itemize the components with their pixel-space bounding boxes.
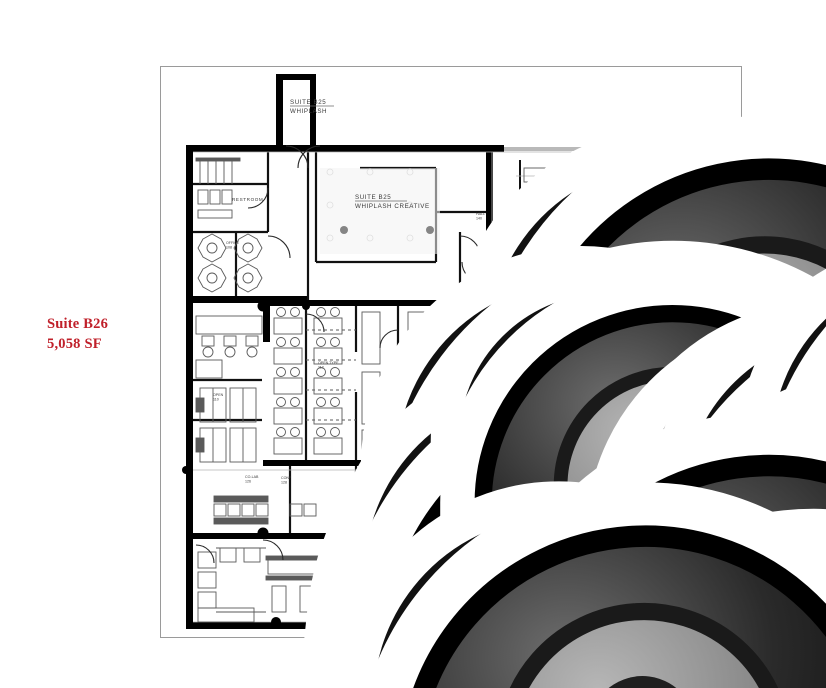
camera-dome-primary [368, 659, 826, 688]
camera-dome-marker[interactable] [493, 639, 826, 688]
camera-dome-marker[interactable] [737, 439, 826, 688]
camera-dome-marker[interactable] [785, 659, 826, 688]
camera-dome-marker[interactable] [653, 642, 826, 688]
camera-dome-primary [748, 668, 826, 688]
camera-dome-secondary [785, 670, 826, 688]
camera-dome-marker[interactable] [759, 410, 826, 688]
camera-dome-primary [784, 517, 826, 688]
camera-dome-marker[interactable] [784, 517, 826, 688]
camera-dome-marker[interactable] [368, 659, 826, 688]
camera-dome-secondary [759, 430, 826, 688]
camera-dome-primary [775, 248, 826, 688]
suite-b26-callout: Suite B26 5,058 SF [47, 316, 109, 352]
camera-dome-primary [816, 372, 826, 688]
camera-dome-primary [493, 639, 826, 688]
camera-dome-primary [653, 642, 826, 688]
suite-b15-callout: Suite B15 5,686 SF [752, 318, 816, 352]
camera-dome-marker[interactable] [751, 228, 826, 688]
camera-dome-secondary [801, 587, 826, 688]
camera-dome-marker[interactable] [801, 576, 826, 688]
camera-dome-primary [737, 439, 826, 688]
camera-dome-secondary [750, 251, 826, 614]
camera-dome-marker[interactable] [724, 651, 826, 688]
camera-dome-primary [783, 427, 826, 688]
plan-frame-border [160, 66, 742, 638]
camera-dome-primary [777, 244, 826, 688]
camera-dome-primary [748, 422, 826, 688]
camera-dome-marker[interactable] [811, 478, 826, 688]
camera-dome-secondary [597, 680, 826, 688]
camera-dome-marker[interactable] [583, 680, 826, 688]
camera-dome-marker[interactable] [750, 231, 826, 688]
camera-dome-primary [811, 478, 826, 688]
camera-dome-primary [808, 677, 826, 688]
camera-dome-secondary [724, 667, 826, 688]
camera-dome-marker[interactable] [816, 372, 826, 688]
camera-dome-primary [744, 589, 826, 688]
camera-dome-secondary [751, 249, 826, 593]
